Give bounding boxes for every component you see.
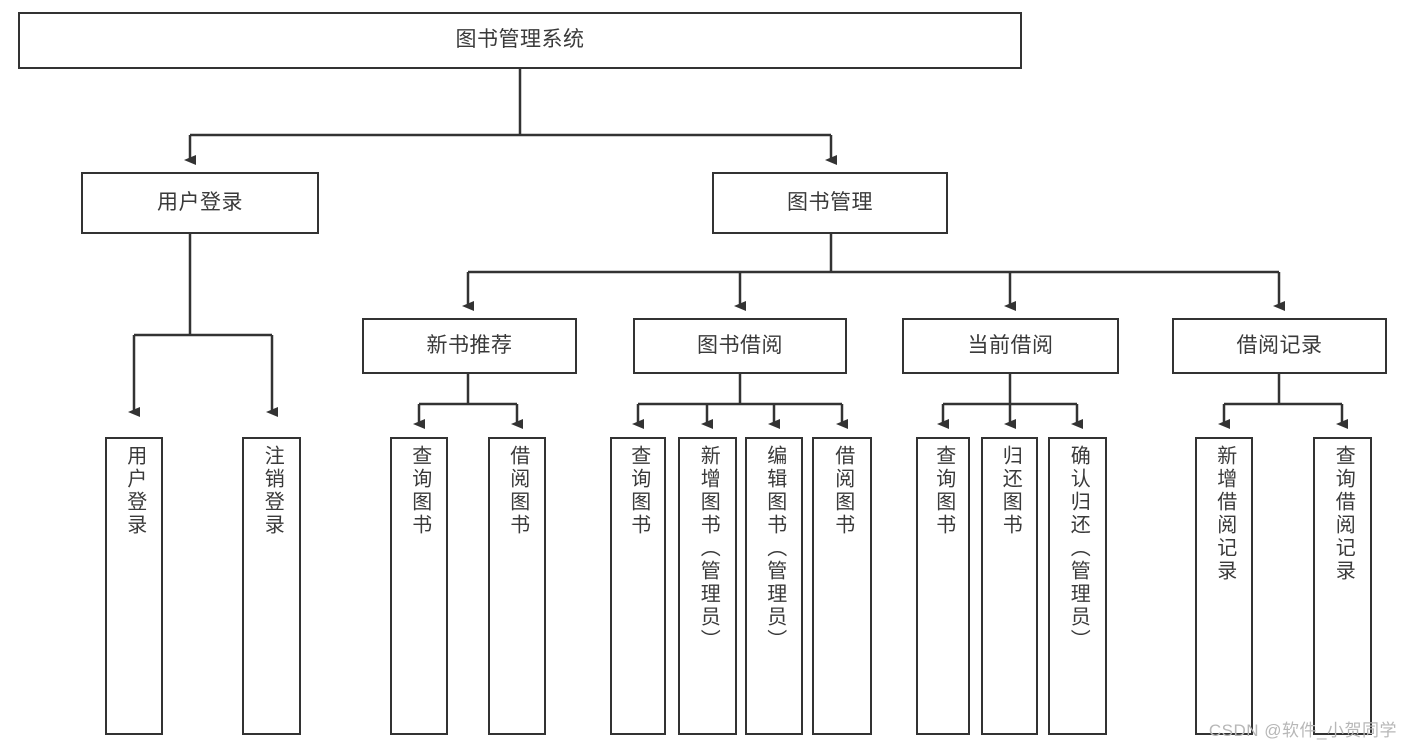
node-book-borrow[interactable]: 图书借阅: [633, 318, 847, 374]
node-leaf-borrow-book-new[interactable]: 借阅图书: [488, 437, 546, 735]
node-leaf-logout[interactable]: 注销登录: [242, 437, 301, 735]
node-leaf-edit-book-admin-label: 编辑图书（管理员）: [763, 445, 786, 652]
node-leaf-query-borrow-record-label: 查询借阅记录: [1332, 445, 1355, 583]
node-current-borrow[interactable]: 当前借阅: [902, 318, 1119, 374]
node-leaf-return-book-label: 归还图书: [999, 445, 1022, 537]
node-leaf-confirm-return-admin[interactable]: 确认归还（管理员）: [1048, 437, 1107, 735]
node-book-management[interactable]: 图书管理: [712, 172, 948, 234]
node-leaf-add-borrow-record-label: 新增借阅记录: [1213, 445, 1236, 583]
node-leaf-borrow-book[interactable]: 借阅图书: [812, 437, 872, 735]
node-leaf-edit-book-admin[interactable]: 编辑图书（管理员）: [745, 437, 803, 735]
node-current-borrow-label: 当前借阅: [967, 333, 1054, 357]
node-leaf-query-book-borrow-label: 查询图书: [627, 445, 650, 537]
node-leaf-query-book-current-label: 查询图书: [932, 445, 955, 537]
node-borrow-record[interactable]: 借阅记录: [1172, 318, 1387, 374]
node-book-management-label: 图书管理: [787, 190, 873, 214]
node-leaf-query-borrow-record[interactable]: 查询借阅记录: [1313, 437, 1372, 735]
node-user-login-label: 用户登录: [157, 190, 243, 214]
node-leaf-user-login-label: 用户登录: [123, 445, 146, 537]
node-borrow-record-label: 借阅记录: [1236, 333, 1323, 357]
node-leaf-logout-label: 注销登录: [261, 445, 284, 537]
node-leaf-borrow-book-new-label: 借阅图书: [506, 445, 529, 537]
node-new-book-recommend-label: 新书推荐: [426, 333, 513, 357]
node-leaf-borrow-book-label: 借阅图书: [831, 445, 854, 537]
node-leaf-confirm-return-admin-label: 确认归还（管理员）: [1067, 445, 1090, 652]
node-user-login[interactable]: 用户登录: [81, 172, 319, 234]
node-leaf-add-borrow-record[interactable]: 新增借阅记录: [1195, 437, 1253, 735]
node-root-label: 图书管理系统: [455, 28, 585, 52]
node-leaf-query-book-current[interactable]: 查询图书: [916, 437, 970, 735]
node-leaf-query-book-new-label: 查询图书: [408, 445, 431, 537]
node-leaf-query-book-borrow[interactable]: 查询图书: [610, 437, 666, 735]
node-root[interactable]: 图书管理系统: [18, 12, 1022, 69]
node-book-borrow-label: 图书借阅: [697, 333, 783, 357]
node-leaf-add-book-admin[interactable]: 新增图书（管理员）: [678, 437, 737, 735]
node-leaf-query-book-new[interactable]: 查询图书: [390, 437, 448, 735]
node-leaf-add-book-admin-label: 新增图书（管理员）: [697, 445, 720, 652]
node-new-book-recommend[interactable]: 新书推荐: [362, 318, 577, 374]
node-leaf-return-book[interactable]: 归还图书: [981, 437, 1038, 735]
node-leaf-user-login[interactable]: 用户登录: [105, 437, 163, 735]
